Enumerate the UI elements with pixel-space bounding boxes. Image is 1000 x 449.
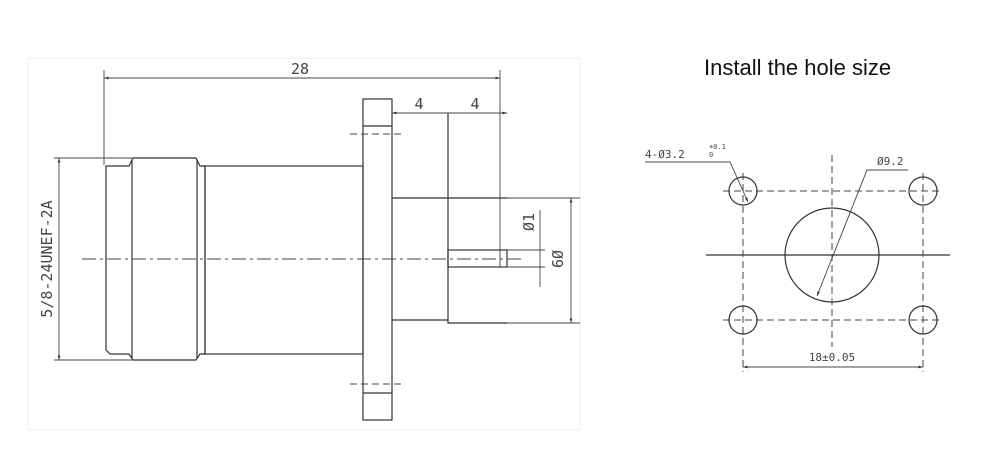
mounting-hole — [728, 176, 758, 206]
dim-hole-spacing: 18±0.05 — [809, 351, 855, 364]
mount-hole-leader — [645, 161, 749, 203]
connector-body — [204, 165, 364, 355]
mount-hole-tolerance-lower: 0 — [709, 151, 713, 159]
mounting-hole — [908, 176, 938, 206]
dim-thread-spec: 5/8-24UNEF-2A — [38, 200, 56, 317]
threaded-section — [105, 157, 206, 361]
hole-layout-title: Install the hole size — [704, 55, 892, 80]
dim-overall-length: 28 — [291, 60, 309, 78]
mount-hole-label: 4-Ø3.2 — [645, 148, 685, 161]
dim-step-to-pin-end: 4 — [470, 95, 479, 113]
mounting-hole — [908, 305, 938, 335]
center-hole — [784, 207, 880, 303]
side-view-frame — [27, 57, 581, 431]
mount-hole-tolerance-upper: +0.1 — [709, 143, 726, 151]
center-hole-label: Ø9.2 — [877, 155, 904, 168]
mounting-hole — [728, 305, 758, 335]
side-view: 28 4 4 Ø1 Ø9 5/8-24 — [27, 57, 581, 431]
center-hole-leader — [816, 169, 908, 297]
dim-pin-diameter: Ø1 — [520, 213, 538, 231]
rear-body — [392, 113, 507, 324]
hole-layout: 18±0.05 4-Ø3.2 +0.1 0 Ø9.2 — [645, 143, 950, 372]
dim-body-diameter: Ø9 — [548, 250, 566, 268]
dim-flange-to-step: 4 — [414, 95, 423, 113]
